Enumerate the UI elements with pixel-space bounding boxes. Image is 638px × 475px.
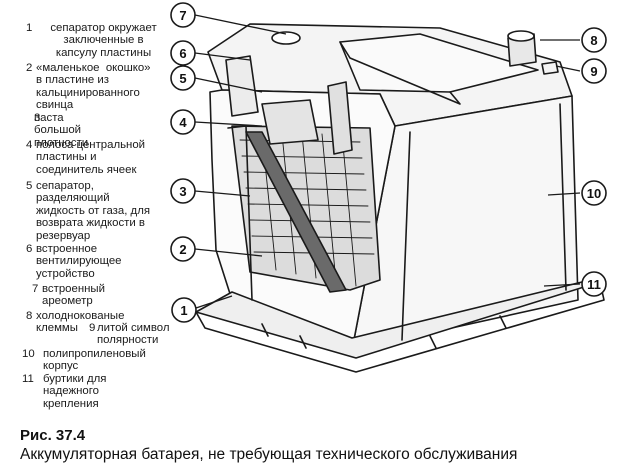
- legend-number: 7: [32, 283, 39, 295]
- legend-item-9: 9 литой символ полярности: [89, 322, 170, 372]
- callout-label: 2: [179, 242, 186, 257]
- callout-label: 8: [590, 33, 597, 48]
- legend-number: 1: [26, 22, 33, 34]
- legend-number: 8: [26, 310, 33, 322]
- legend-text: полоса центральной пластины и соединител…: [36, 139, 146, 176]
- legend-text: литой символ полярности: [97, 322, 170, 347]
- legend-text: паста большой плотности: [34, 112, 89, 149]
- legend-number: 11: [22, 373, 34, 385]
- legend-item-3: 3 паста большой плотности: [34, 112, 88, 162]
- legend-text: холодноковaные клеммы: [36, 310, 125, 335]
- legend-text: встроенное вентилирующее устройство: [36, 243, 122, 280]
- callout-label: 5: [179, 71, 186, 86]
- callout-4: 4: [170, 109, 196, 135]
- callout-3: 3: [170, 178, 196, 204]
- callout-11: 11: [581, 271, 607, 297]
- callout-label: 11: [587, 277, 601, 292]
- legend-item-10: 10 полипропиленовый корпус: [22, 348, 146, 398]
- lid-raised-block: [339, 33, 539, 93]
- legend-item-6: 6 встроенное вентилирующее устройство: [26, 243, 122, 293]
- legend-item-5: 5 сепаратор, разделяющий жидкость от газ…: [26, 180, 150, 242]
- callout-label: 10: [587, 186, 601, 201]
- separator-band: [245, 131, 347, 293]
- legend-item-4: 4 полоса центральной пластины и соединит…: [26, 139, 145, 189]
- legend-item-11: 11 буртики для надежного крепления: [22, 373, 106, 423]
- callout-1: 1: [171, 297, 197, 323]
- callout-9: 9: [581, 58, 607, 84]
- legend-number: 6: [26, 243, 33, 255]
- legend-number: 5: [26, 180, 33, 192]
- callout-7: 7: [170, 2, 196, 28]
- legend-text: встроенный ареометр: [42, 283, 105, 308]
- callout-label: 9: [590, 64, 597, 79]
- callout-10: 10: [581, 180, 607, 206]
- legend-text: «маленькое окошко» в пластине из кальцин…: [36, 62, 151, 112]
- legend-item-2: 2 «маленькое окошко» в пластине из кальц…: [26, 62, 151, 112]
- callout-label: 6: [179, 46, 186, 61]
- hydrometer-window: [271, 31, 301, 45]
- callout-label: 7: [179, 8, 186, 23]
- callout-label: 1: [180, 303, 187, 318]
- cell-connector: [261, 99, 319, 145]
- legend-number: 3: [34, 112, 41, 124]
- legend-text: сепаратор окружает заключенные в капсулу…: [50, 22, 157, 59]
- callout-5: 5: [170, 65, 196, 91]
- figure-caption: Рис. 37.4 Аккумуляторная батарея, не тре…: [20, 427, 517, 464]
- legend-number: 2: [26, 62, 33, 74]
- legend: 1 сепаратор окружает заключенные в капсу…: [0, 0, 200, 420]
- callout-label: 4: [179, 115, 187, 130]
- legend-text: сепаратор, разделяющий жидкость от газа,…: [36, 180, 151, 242]
- callout-2: 2: [170, 236, 196, 262]
- callout-6: 6: [170, 40, 196, 66]
- legend-number: 4: [26, 139, 33, 151]
- legend-number: 10: [22, 348, 35, 360]
- legend-item-7: 7 встроенный ареометр: [32, 283, 105, 333]
- caption-text: Аккумуляторная батарея, не требующая тех…: [20, 446, 518, 463]
- legend-item-8: 8 холодноковaные клеммы: [26, 310, 124, 360]
- caption-title: Рис. 37.4: [20, 427, 86, 444]
- legend-item-1: 1 сепаратор окружает заключенные в капсу…: [26, 22, 157, 72]
- callout-8: 8: [581, 27, 607, 53]
- callout-label: 3: [179, 184, 186, 199]
- legend-text: буртики для надежного крепления: [43, 373, 107, 410]
- cell-plates: [231, 125, 381, 291]
- legend-number: 9: [89, 322, 96, 334]
- legend-text: полипропиленовый корпус: [43, 348, 146, 373]
